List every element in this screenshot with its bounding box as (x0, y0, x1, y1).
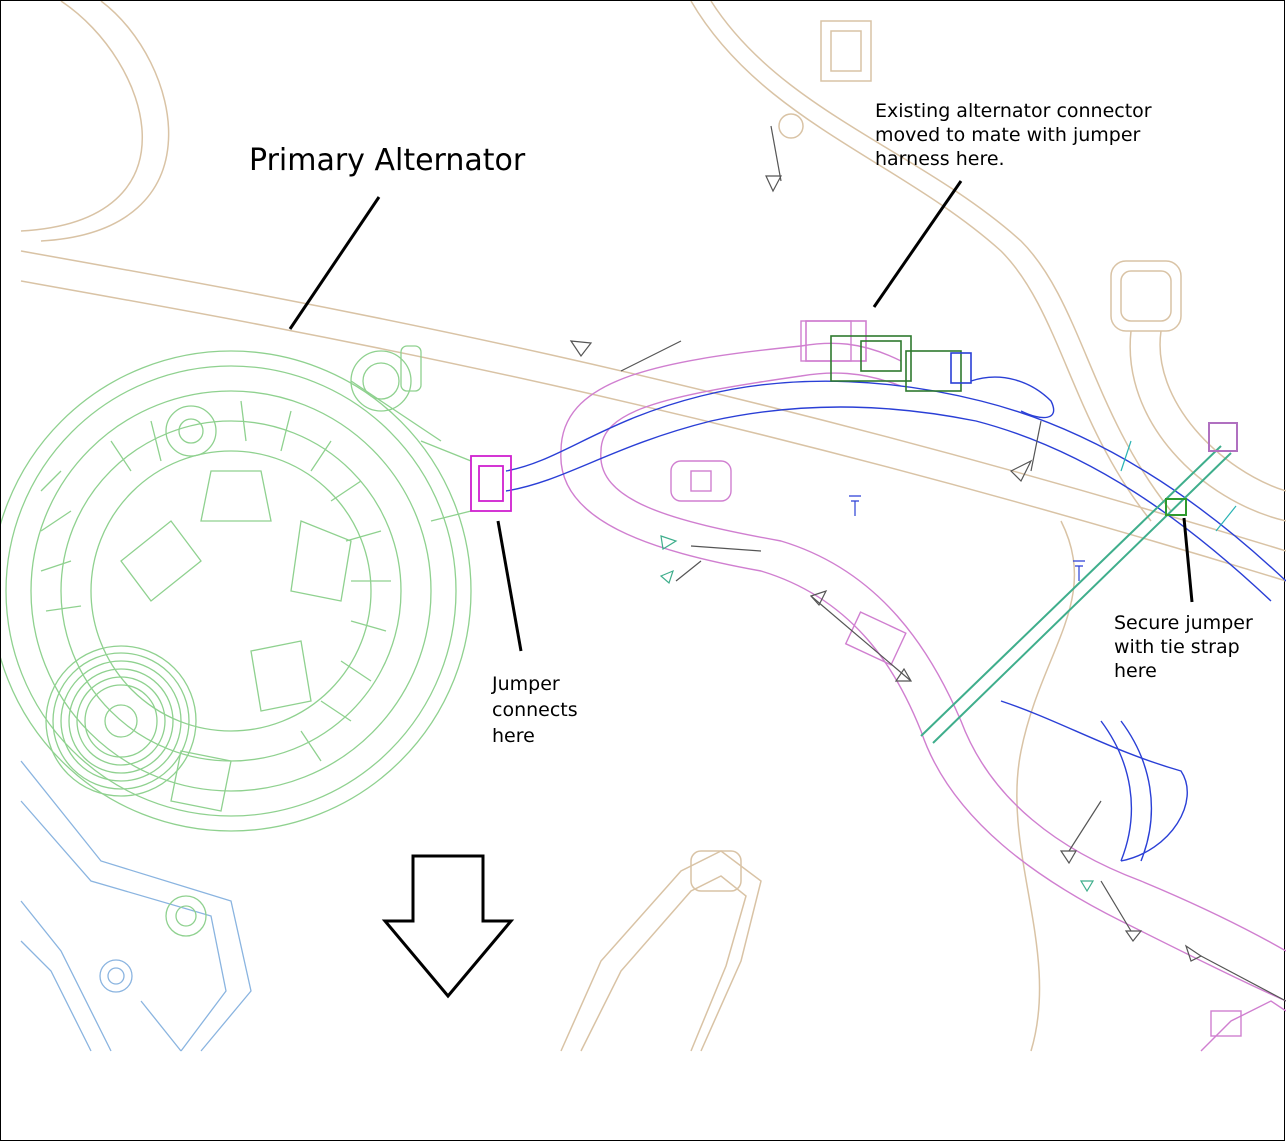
leader-primary-alternator (288, 196, 381, 330)
down-arrow-outline-icon (381, 854, 515, 999)
alternator-connector (470, 455, 512, 512)
dimension-arrows (569, 125, 1286, 1002)
callout-secure-jumper: Secure jumper with tie strap here (1114, 612, 1253, 682)
existing-connector (805, 320, 972, 392)
background-parts (20, 1, 1286, 1052)
leader-existing-connector (872, 180, 963, 308)
callout-jumper-connects: Jumper connects here (492, 673, 578, 747)
callout-existing-connector: Existing alternator connector moved to m… (875, 100, 1152, 170)
title-primary-alternator: Primary Alternator (249, 143, 526, 178)
leader-jumper-connects (496, 520, 523, 652)
jumper-harness (505, 376, 1286, 862)
alternator-drawing (1, 345, 472, 937)
leader-secure-jumper (1182, 517, 1194, 603)
leader-lines (288, 180, 1194, 652)
engine-bracket (20, 760, 252, 1052)
ground-symbols (849, 495, 1085, 581)
wiring-harness (560, 320, 1286, 1052)
green-markers (659, 535, 1095, 893)
tie-strap (920, 422, 1238, 744)
harness-bands (1120, 440, 1237, 532)
